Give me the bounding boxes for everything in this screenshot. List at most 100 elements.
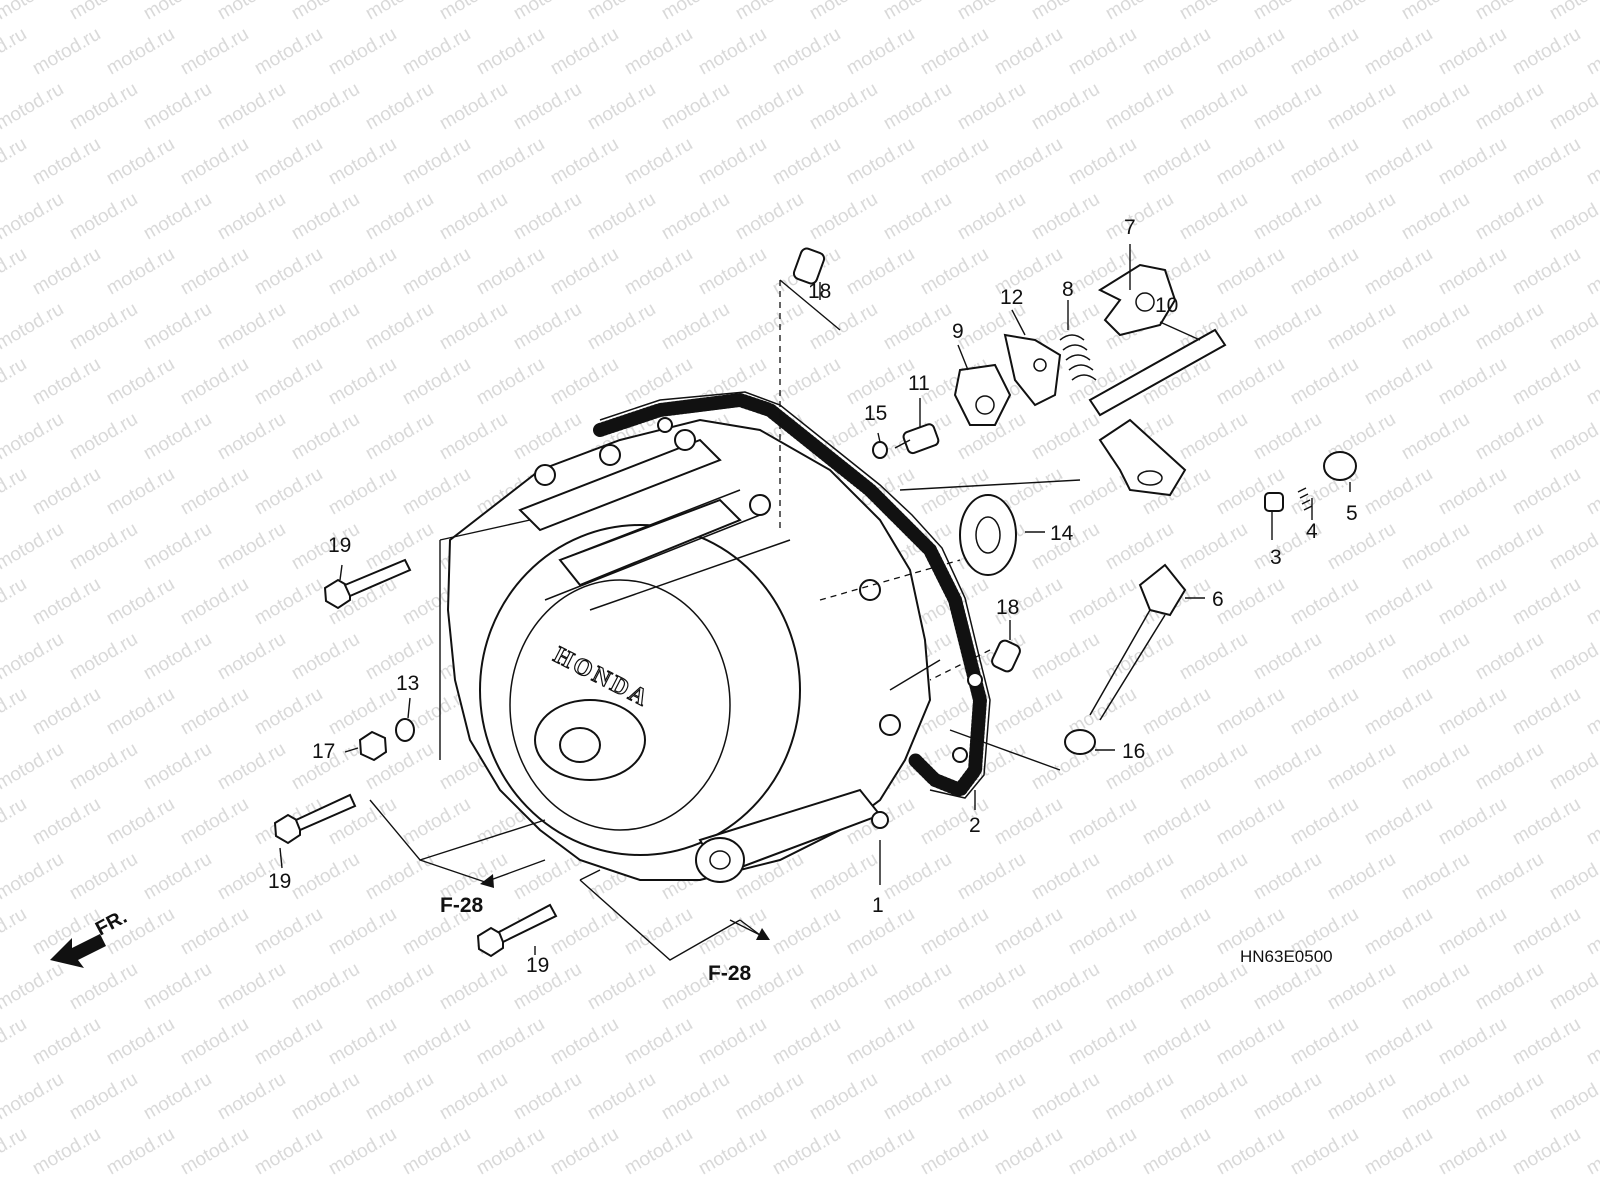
- watermark-text: motod.ru: [214, 409, 289, 465]
- watermark-text: motod.ru: [1509, 684, 1584, 740]
- plate-9: [953, 363, 1012, 426]
- watermark-text: motod.ru: [251, 354, 326, 410]
- reference-f28-bottom: F-28: [708, 962, 752, 985]
- watermark-text: motod.ru: [769, 1124, 844, 1180]
- watermark-text: motod.ru: [399, 464, 474, 520]
- watermark-text: motod.ru: [1250, 739, 1325, 795]
- watermark-text: motod.ru: [510, 849, 585, 905]
- watermark-text: motod.ru: [1583, 1014, 1600, 1070]
- watermark-text: motod.ru: [0, 244, 30, 300]
- watermark-text: motod.ru: [1250, 79, 1325, 135]
- callout-7: 7: [1124, 216, 1136, 239]
- watermark-text: motod.ru: [1028, 959, 1103, 1015]
- watermark-text: motod.ru: [0, 684, 30, 740]
- watermark-text: motod.ru: [214, 79, 289, 135]
- watermark-text: motod.ru: [1361, 244, 1436, 300]
- watermark-text: motod.ru: [140, 1069, 215, 1125]
- washer-13: [395, 718, 415, 742]
- spring-4: [1297, 487, 1313, 511]
- watermark-text: motod.ru: [325, 1124, 400, 1180]
- watermark-text: motod.ru: [1250, 1069, 1325, 1125]
- watermark-text: motod.ru: [66, 189, 141, 245]
- watermark-text: motod.ru: [1583, 574, 1600, 630]
- watermark-text: motod.ru: [140, 959, 215, 1015]
- callout-14: 14: [1050, 522, 1074, 545]
- watermark-text: motod.ru: [1065, 574, 1140, 630]
- watermark-text: motod.ru: [695, 244, 770, 300]
- watermark-text: motod.ru: [29, 1124, 104, 1180]
- watermark-text: motod.ru: [1102, 1069, 1177, 1125]
- watermark-text: motod.ru: [806, 0, 881, 24]
- watermark-text: motod.ru: [1324, 849, 1399, 905]
- assembly-lines: [369, 279, 1081, 961]
- watermark-text: motod.ru: [1546, 629, 1600, 685]
- watermark-text: motod.ru: [1472, 629, 1547, 685]
- watermark-text: motod.ru: [0, 1124, 30, 1180]
- callout-18-top: 18: [808, 280, 831, 303]
- watermark-text: motod.ru: [1065, 24, 1140, 80]
- watermark-text: motod.ru: [547, 134, 622, 190]
- watermark-text: motod.ru: [103, 24, 178, 80]
- watermark-text: motod.ru: [769, 24, 844, 80]
- watermark-text: motod.ru: [1028, 409, 1103, 465]
- watermark-text: motod.ru: [1361, 134, 1436, 190]
- watermark-text: motod.ru: [66, 519, 141, 575]
- watermark-text: motod.ru: [1324, 519, 1399, 575]
- watermark-text: motod.ru: [103, 354, 178, 410]
- bolt-19-bottom: [476, 903, 558, 958]
- watermark-text: motod.ru: [177, 464, 252, 520]
- watermark-text: motod.ru: [510, 409, 585, 465]
- dowel-pin-lower: [991, 639, 1021, 673]
- watermark-text: motod.ru: [1583, 684, 1600, 740]
- watermark-text: motod.ru: [1213, 794, 1288, 850]
- watermark-text: motod.ru: [1472, 299, 1547, 355]
- watermark-text: motod.ru: [1361, 464, 1436, 520]
- watermark-text: motod.ru: [1139, 1124, 1214, 1180]
- watermark-text: motod.ru: [1509, 1124, 1584, 1180]
- watermark-text: motod.ru: [436, 0, 511, 24]
- watermark-text: motod.ru: [251, 904, 326, 960]
- watermark-text: motod.ru: [325, 684, 400, 740]
- watermark-text: motod.ru: [177, 684, 252, 740]
- plug-3: [1264, 492, 1284, 512]
- watermark-text: motod.ru: [1213, 684, 1288, 740]
- watermark-text: motod.ru: [1176, 519, 1251, 575]
- watermark-text: motod.ru: [251, 1014, 326, 1070]
- watermark-text: motod.ru: [1324, 299, 1399, 355]
- watermark-text: motod.ru: [140, 849, 215, 905]
- watermark-text: motod.ru: [214, 0, 289, 24]
- watermark-text: motod.ru: [954, 1069, 1029, 1125]
- reference-arrow-2: [756, 928, 770, 940]
- watermark-text: motod.ru: [103, 574, 178, 630]
- watermark-text: motod.ru: [584, 299, 659, 355]
- watermark-text: motod.ru: [1509, 1014, 1584, 1070]
- watermark-text: motod.ru: [1472, 959, 1547, 1015]
- watermark-text: motod.ru: [1583, 354, 1600, 410]
- watermark-text: motod.ru: [103, 1124, 178, 1180]
- watermark-text: motod.ru: [1398, 849, 1473, 905]
- watermark-text: motod.ru: [1546, 519, 1600, 575]
- watermark-text: motod.ru: [325, 1014, 400, 1070]
- watermark-text: motod.ru: [288, 409, 363, 465]
- watermark-text: motod.ru: [1324, 629, 1399, 685]
- watermark-text: motod.ru: [1472, 79, 1547, 135]
- watermark-text: motod.ru: [954, 0, 1029, 24]
- watermark-text: motod.ru: [1435, 794, 1510, 850]
- watermark-text: motod.ru: [1583, 794, 1600, 850]
- watermark-text: motod.ru: [288, 299, 363, 355]
- watermark-text: motod.ru: [1176, 0, 1251, 24]
- watermark-text: motod.ru: [880, 959, 955, 1015]
- watermark-text: motod.ru: [769, 1014, 844, 1070]
- watermark-text: motod.ru: [917, 1014, 992, 1070]
- arm-7: [1097, 263, 1177, 337]
- watermark-text: motod.ru: [954, 849, 1029, 905]
- watermark-text: motod.ru: [214, 189, 289, 245]
- bearing-14: [959, 494, 1017, 576]
- watermark-text: motod.ru: [584, 189, 659, 245]
- watermark-text: motod.ru: [214, 739, 289, 795]
- watermark-text: motod.ru: [1287, 134, 1362, 190]
- watermark-text: motod.ru: [1509, 574, 1584, 630]
- watermark-text: motod.ru: [140, 79, 215, 135]
- watermark-text: motod.ru: [843, 24, 918, 80]
- callout-leaders: [279, 244, 1351, 955]
